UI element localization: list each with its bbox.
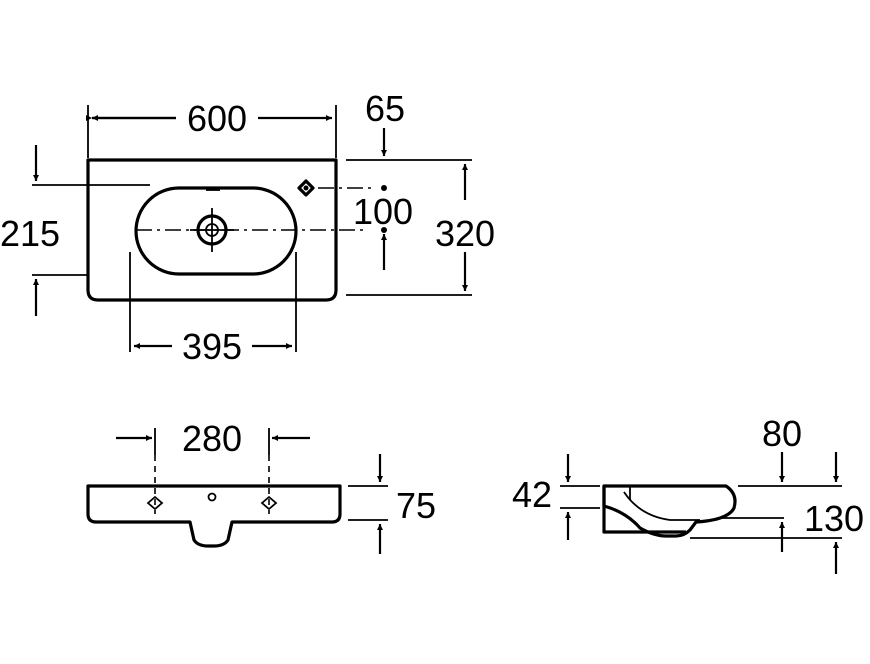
dimension-offset: 65 xyxy=(365,88,405,129)
front-view: 280 75 xyxy=(86,418,436,554)
fixing-icon xyxy=(146,495,278,511)
dimension-hole-spacing: 100 xyxy=(353,191,413,232)
basin-outline-side xyxy=(602,484,737,538)
dimension-height: 130 xyxy=(804,498,864,539)
hole-center-dot xyxy=(381,185,387,191)
dimension-overflow: 80 xyxy=(762,413,802,454)
basin-outline-front xyxy=(86,484,342,548)
dimension-fixing-spacing: 280 xyxy=(182,418,242,459)
dimension-depth: 320 xyxy=(435,213,495,254)
tap-hole-icon xyxy=(297,179,315,197)
bowl-outline xyxy=(134,186,298,276)
top-view: 600 65 320 100 215 395 xyxy=(0,88,495,367)
dimension-rim: 42 xyxy=(512,474,552,515)
dimension-inner-depth: 215 xyxy=(0,213,60,254)
hole-marker xyxy=(207,492,217,502)
basin-outline-top xyxy=(86,158,338,302)
side-view: 42 80 130 xyxy=(512,413,864,574)
dimension-bowl-width: 395 xyxy=(182,326,242,367)
dimension-width: 600 xyxy=(187,98,247,139)
drain-center-dot xyxy=(381,227,387,233)
dimension-thickness: 75 xyxy=(396,485,436,526)
